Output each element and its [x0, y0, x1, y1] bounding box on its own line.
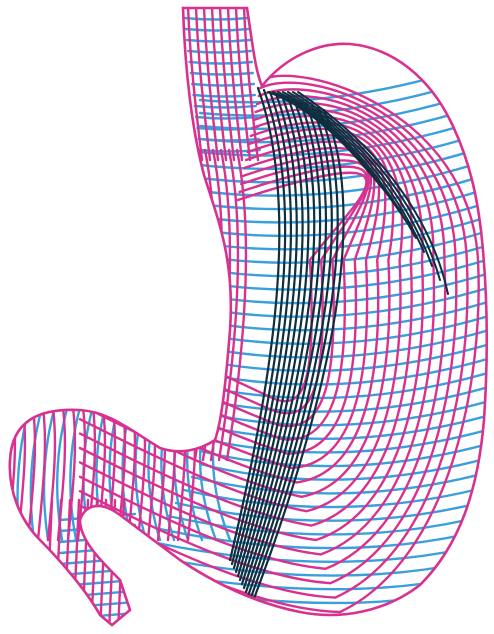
circular-fiber — [60, 624, 135, 630]
circular-fiber — [60, 547, 135, 553]
circular-fiber — [186, 29, 249, 31]
circular-fiber — [200, 344, 490, 371]
circular-fiber — [60, 525, 135, 531]
circular-fiber — [187, 40, 250, 42]
longitudinal-fiber — [82, 500, 88, 632]
longitudinal-fiber — [168, 400, 175, 540]
circular-fiber — [184, 18, 248, 20]
stomach-contour — [10, 8, 487, 625]
longitudinal-fiber — [188, 400, 195, 540]
longitudinal-fiber — [118, 500, 124, 632]
longitudinal-fiber — [91, 500, 97, 632]
longitudinal-fiber — [109, 500, 115, 632]
circular-fiber — [60, 558, 135, 564]
circular-fiber — [152, 542, 490, 562]
circular-fiber — [200, 415, 490, 439]
circular-fiber — [200, 358, 490, 384]
circular-fiber — [128, 581, 490, 603]
circular-fiber — [136, 568, 490, 589]
circular-fiber — [60, 580, 135, 586]
longitudinal-fiber — [128, 400, 135, 540]
circular-fiber — [60, 602, 135, 608]
circular-fiber — [60, 536, 135, 542]
muscle-mesh — [8, 6, 490, 632]
stomach-outline — [10, 8, 487, 625]
